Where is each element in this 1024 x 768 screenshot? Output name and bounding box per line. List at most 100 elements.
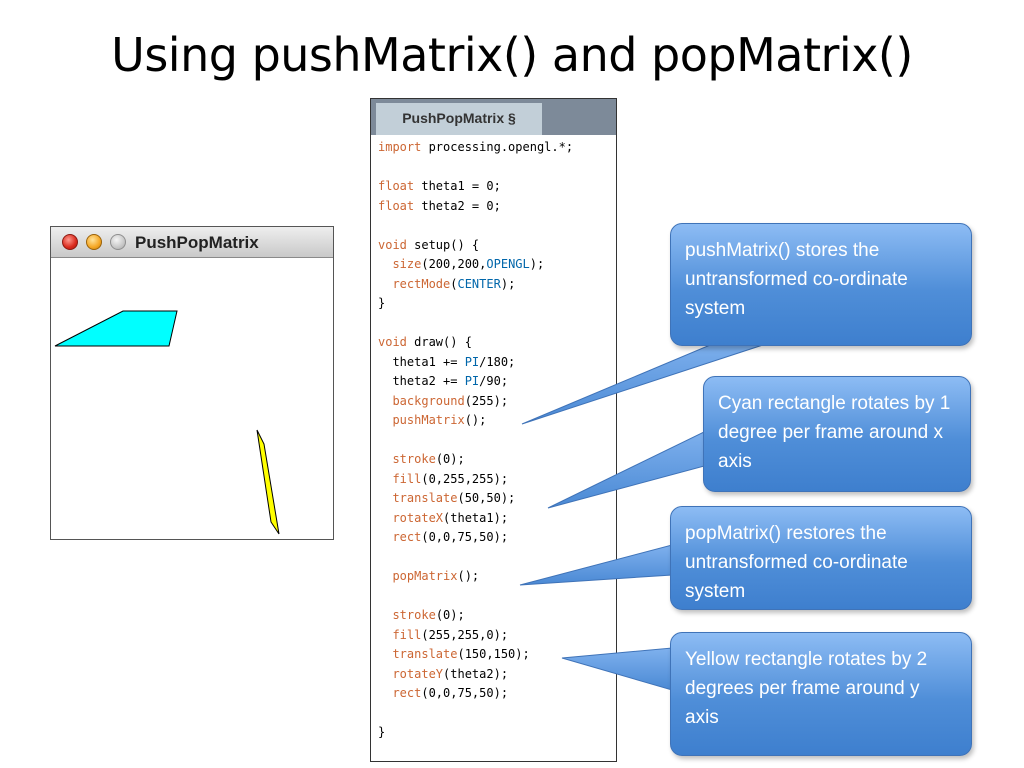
yellow-rectangle <box>256 429 280 535</box>
code-token: draw() { <box>406 335 472 349</box>
code-token: size <box>392 257 422 271</box>
code-token <box>378 452 392 466</box>
code-token: (theta2); <box>443 666 509 681</box>
code-line: translate(150,150); <box>378 645 616 665</box>
code-token: } <box>378 296 386 310</box>
code-token: float <box>378 179 415 193</box>
code-token: OPENGL <box>486 257 530 271</box>
code-token: (0,0,75,50); <box>421 530 509 544</box>
code-token <box>378 647 392 661</box>
code-editor: PushPopMatrix § import processing.opengl… <box>370 98 617 762</box>
code-token: (theta1); <box>443 510 509 525</box>
code-token <box>378 394 392 408</box>
code-token: rect <box>392 686 422 700</box>
code-token: void <box>378 237 407 252</box>
code-token: ); <box>529 257 545 271</box>
code-line: rotateX(theta1); <box>378 509 616 529</box>
code-token: PI <box>464 374 480 388</box>
code-line: void draw() { <box>378 333 616 353</box>
code-line: float theta2 = 0; <box>378 197 616 217</box>
code-token: stroke <box>392 608 436 622</box>
code-token: (0); <box>435 452 465 466</box>
code-line: stroke(0); <box>378 606 616 626</box>
code-token: (); <box>464 413 487 427</box>
code-line: translate(50,50); <box>378 489 616 509</box>
code-token <box>378 608 392 622</box>
code-line: size(200,200,OPENGL); <box>378 255 616 275</box>
code-token: void <box>378 335 407 349</box>
zoom-window-button[interactable] <box>110 234 126 250</box>
editor-tab-bar: PushPopMatrix § <box>371 99 616 135</box>
code-token: (150,150); <box>457 647 530 661</box>
code-line: pushMatrix(); <box>378 411 616 431</box>
sketch-canvas <box>54 310 280 535</box>
code-token <box>378 491 392 505</box>
code-token: /180; <box>479 354 516 369</box>
code-token <box>378 667 392 681</box>
code-line: stroke(0); <box>378 450 616 470</box>
code-token: } <box>378 725 386 739</box>
code-text[interactable]: import processing.opengl.*; float theta1 … <box>371 135 616 743</box>
code-token <box>378 628 392 642</box>
code-token: theta1 = 0; <box>414 179 501 193</box>
code-token <box>378 413 392 427</box>
code-line: popMatrix(); <box>378 567 616 587</box>
close-window-button[interactable] <box>62 234 78 250</box>
sketch-window: PushPopMatrix <box>50 226 334 540</box>
code-token: theta1 += <box>378 354 465 369</box>
code-token <box>378 569 392 583</box>
code-line: theta1 += PI/180; <box>378 353 616 373</box>
cyan-rectangle-callout: Cyan rectangle rotates by 1 degree per f… <box>703 376 971 492</box>
code-token: popMatrix <box>392 569 458 583</box>
code-line: fill(0,255,255); <box>378 470 616 490</box>
code-token: fill <box>392 627 422 642</box>
code-line: float theta1 = 0; <box>378 177 616 197</box>
code-token: rectMode <box>392 276 451 291</box>
code-token <box>378 686 392 700</box>
code-line: void setup() { <box>378 236 616 256</box>
code-token: stroke <box>392 452 436 466</box>
code-token: translate <box>392 647 458 661</box>
code-line: } <box>378 723 616 743</box>
code-token: /90; <box>479 374 509 388</box>
code-line: theta2 += PI/90; <box>378 372 616 392</box>
code-token: import <box>378 140 422 154</box>
code-token: fill <box>392 471 422 486</box>
code-token <box>378 257 392 271</box>
tab-pushpopmatrix[interactable]: PushPopMatrix § <box>376 103 542 135</box>
code-line: } <box>378 294 616 314</box>
code-token: (50,50); <box>457 491 516 505</box>
code-token <box>378 277 392 291</box>
cyan-rectangle <box>54 310 178 347</box>
code-token: setup() { <box>406 237 480 252</box>
minimize-window-button[interactable] <box>86 234 102 250</box>
push-matrix-callout: pushMatrix() stores the untransformed co… <box>670 223 972 346</box>
code-token: pushMatrix <box>392 413 465 427</box>
pop-matrix-callout: popMatrix() restores the untransformed c… <box>670 506 972 610</box>
code-line: rect(0,0,75,50); <box>378 684 616 704</box>
code-line <box>378 431 616 451</box>
code-token <box>378 511 392 525</box>
code-line: background(255); <box>378 392 616 412</box>
code-token: processing.opengl.*; <box>421 140 574 154</box>
window-title: PushPopMatrix <box>135 233 259 252</box>
code-token: PI <box>464 354 480 369</box>
window-titlebar[interactable]: PushPopMatrix <box>51 227 333 258</box>
code-token <box>378 530 392 544</box>
code-token: float <box>378 198 415 213</box>
code-token: (0,0,75,50); <box>421 686 509 700</box>
code-token: rect <box>392 530 422 544</box>
code-line: import processing.opengl.*; <box>378 138 616 158</box>
code-token: (); <box>457 569 480 583</box>
code-token: ( <box>450 276 458 291</box>
code-line <box>378 158 616 178</box>
yellow-rectangle-callout: Yellow rectangle rotates by 2 degrees pe… <box>670 632 972 756</box>
code-line <box>378 314 616 334</box>
code-line: rect(0,0,75,50); <box>378 528 616 548</box>
code-token: ); <box>500 276 516 291</box>
code-token: (0,255,255); <box>421 471 509 486</box>
code-line <box>378 587 616 607</box>
code-line <box>378 216 616 236</box>
code-line: rectMode(CENTER); <box>378 275 616 295</box>
code-line <box>378 548 616 568</box>
